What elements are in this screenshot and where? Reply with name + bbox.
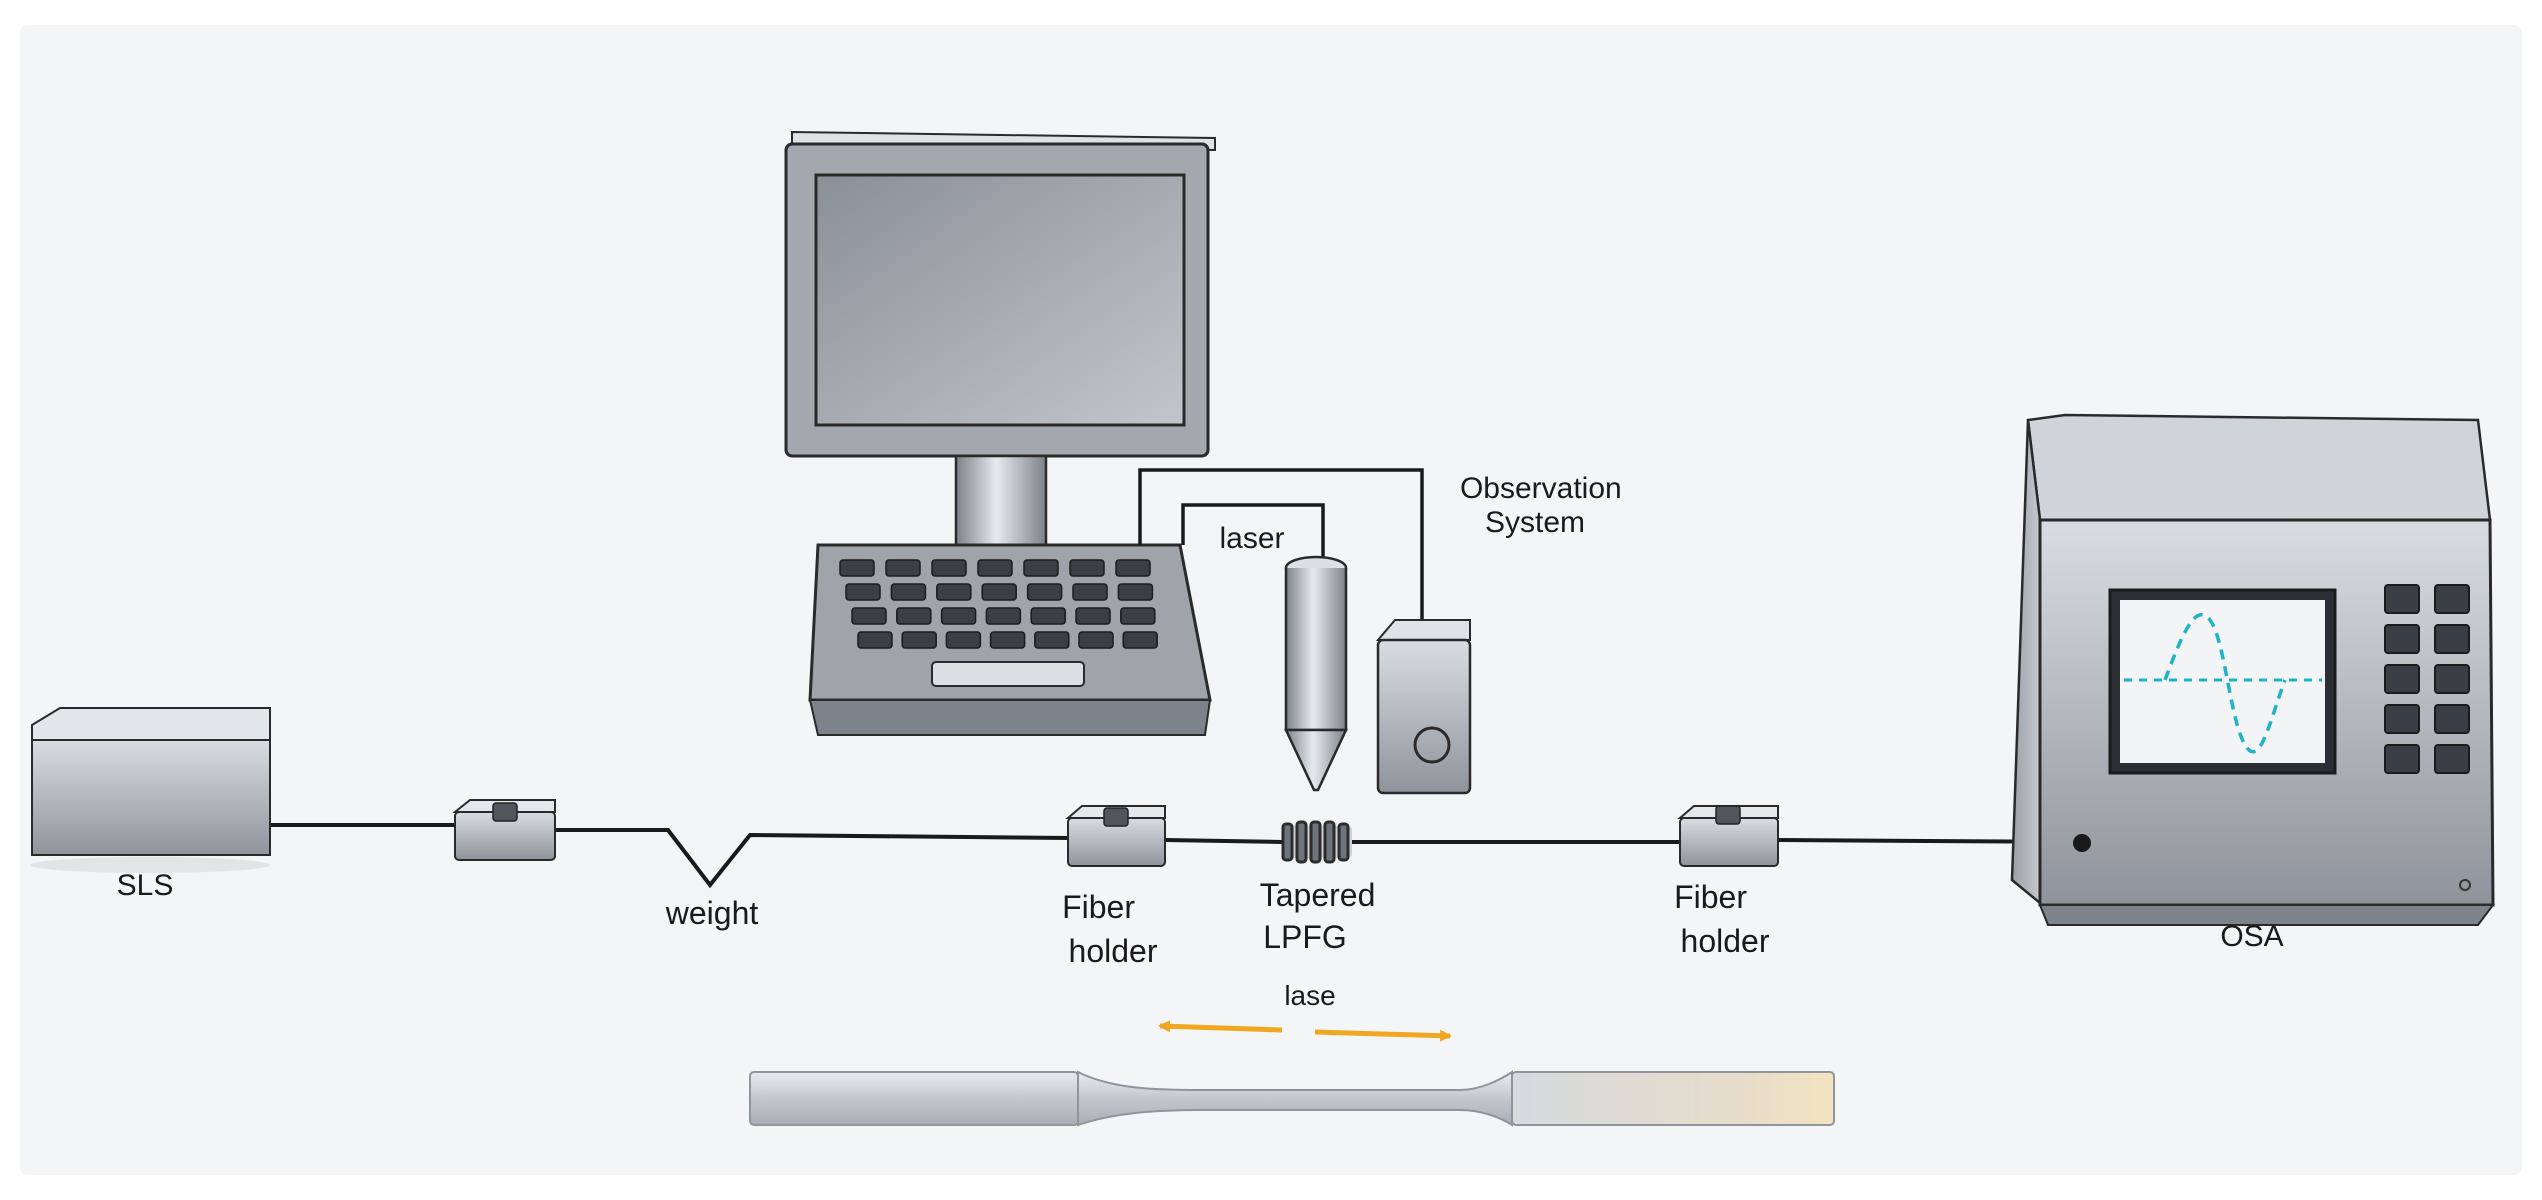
background (20, 25, 2522, 1175)
tapered-lpfg: Tapered LPFG (1260, 820, 1385, 955)
fiber-holder-right-label: Fiber holder (1674, 879, 1770, 959)
arrow-right (1314, 1029, 1452, 1042)
keyboard-key (1026, 583, 1063, 601)
osa-button (2384, 624, 2420, 654)
osa-button (2384, 744, 2420, 774)
keyboard-key (1072, 583, 1108, 601)
keyboard-key (890, 583, 927, 601)
osa-button (2434, 744, 2470, 774)
fiber-holder-small-left (452, 799, 556, 861)
keyboard-key (1120, 607, 1156, 625)
keyboard-key (1122, 631, 1158, 649)
computer (784, 130, 1216, 736)
observation-system: Observation System (1375, 472, 1630, 795)
camera-icon (1375, 619, 1472, 795)
keyboard-key (851, 607, 887, 625)
light-source-box-icon (30, 707, 271, 873)
keyboard-key (885, 559, 921, 577)
keyboard-key (1078, 631, 1114, 649)
osa-button (2434, 664, 2470, 694)
keyboard-key (931, 559, 967, 577)
fiber-holder-right: Fiber holder (1674, 805, 1779, 959)
keyboard-key (857, 631, 893, 649)
keyboard-key (1069, 559, 1105, 577)
keyboard-key (989, 631, 1026, 649)
osa-button (2384, 584, 2420, 614)
osa: OSA (2010, 413, 2495, 953)
control-wires (1138, 468, 1424, 620)
lase-direction: lase (1158, 980, 1452, 1042)
sls-label: SLS (117, 869, 174, 902)
keyboard-key (839, 559, 875, 577)
osa-button (2434, 624, 2470, 654)
lase-label: lase (1284, 980, 1335, 1011)
keyboard-key (1030, 607, 1066, 625)
weight-label: weight (665, 895, 759, 931)
sls-source: SLS (30, 707, 271, 902)
fiber-holder-icon (1065, 805, 1166, 867)
fiber-holder-icon (452, 799, 556, 861)
laser-label: laser (1219, 522, 1284, 555)
osa-button (2384, 664, 2420, 694)
fiber-holder-icon (1677, 805, 1779, 867)
arrow-left (1158, 1020, 1283, 1033)
keyboard-key (896, 607, 932, 625)
spectrum-analyzer-icon (2010, 413, 2495, 926)
fiber-holder-middle: Fiber holder (1062, 805, 1166, 969)
keyboard-key (1023, 559, 1059, 577)
tapered-fiber-icon (749, 1070, 1835, 1127)
fiber-holder-left-label: Fiber holder (1062, 889, 1158, 969)
keyboard-key (936, 583, 972, 601)
osa-button (2384, 704, 2420, 734)
desktop-computer-icon (784, 130, 1216, 550)
keyboard-key (985, 607, 1022, 625)
grating-coil-icon (1281, 820, 1352, 864)
keyboard-key (901, 631, 937, 649)
keyboard-icon (808, 543, 1212, 736)
keyboard-key (940, 607, 977, 625)
osa-button (2434, 704, 2470, 734)
laser-assembly: laser (1138, 468, 1424, 792)
osa-label: OSA (2220, 920, 2283, 953)
keyboard-key (845, 583, 881, 601)
tapered-lpfg-label: Tapered LPFG (1260, 877, 1385, 955)
osa-button (2434, 584, 2470, 614)
keyboard-key (981, 583, 1017, 601)
keyboard-key (945, 631, 982, 649)
keyboard-key (1034, 631, 1070, 649)
keyboard-key (1075, 607, 1111, 625)
observation-system-label: Observation System (1460, 472, 1630, 539)
keyboard-key (1115, 559, 1151, 577)
keyboard-key (977, 559, 1013, 577)
laser-nozzle-icon (1284, 555, 1348, 792)
keyboard-key (1117, 583, 1154, 601)
